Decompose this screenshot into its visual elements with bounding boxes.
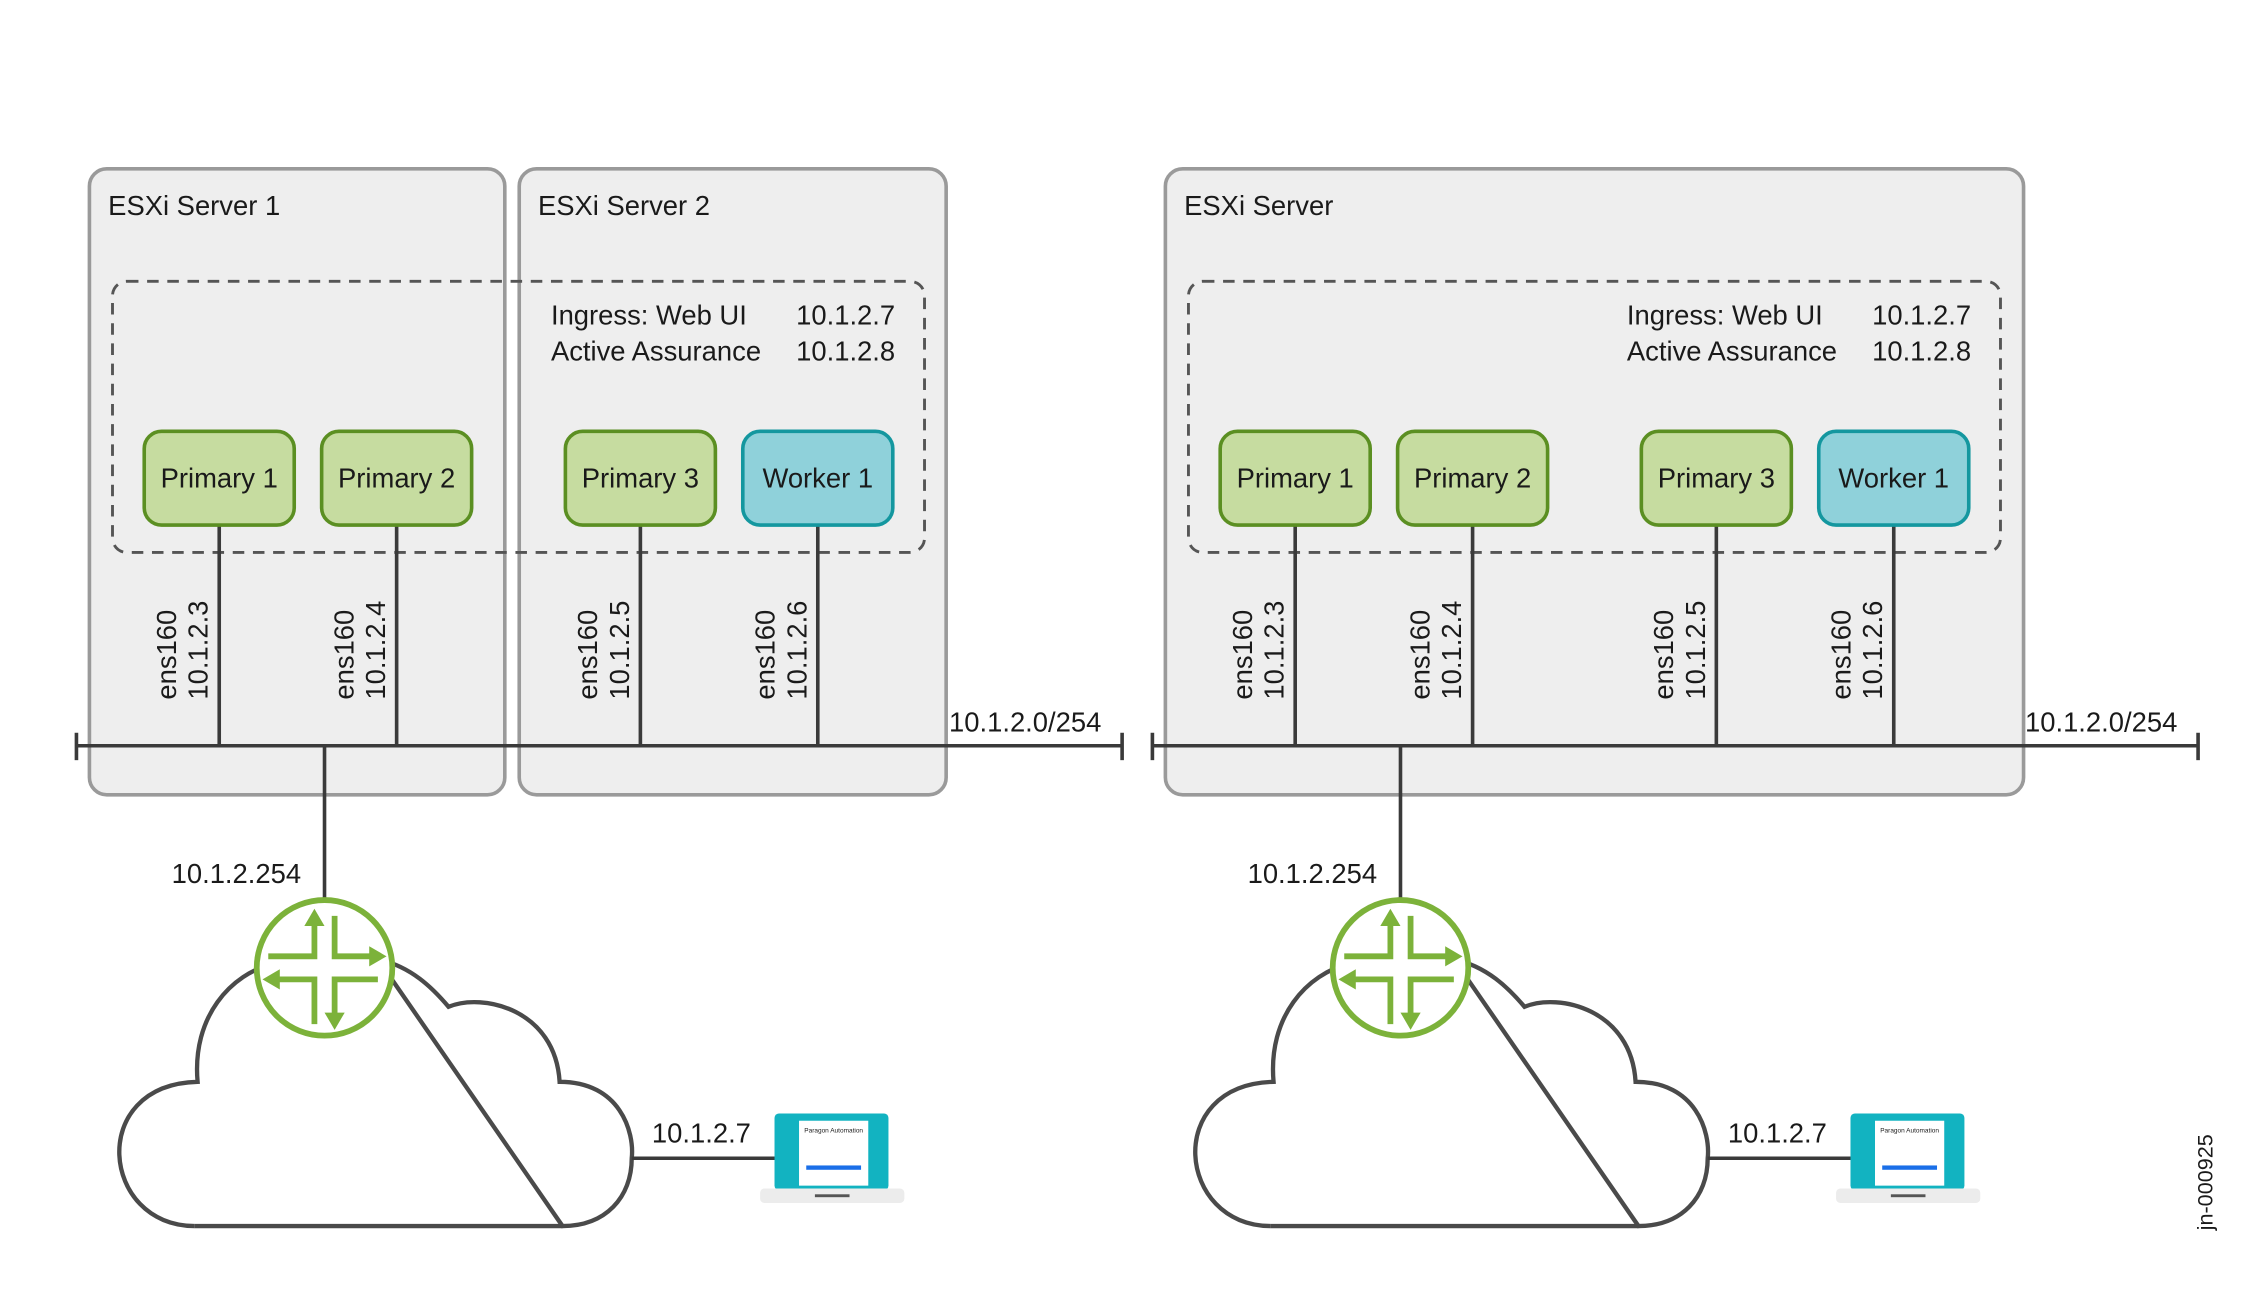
router-icon — [253, 897, 396, 1039]
client-ip: 10.1.2.7 — [652, 1117, 751, 1148]
node-label: Primary 1 — [161, 463, 278, 494]
primary-node — [142, 429, 297, 527]
interface-name: ens160 — [151, 610, 182, 700]
laptop-screen-title: Paragon Automation — [1880, 1127, 1939, 1134]
interface-ip: 10.1.2.4 — [1436, 601, 1467, 700]
interface-name: ens160 — [1227, 610, 1258, 700]
router-icon — [1329, 897, 1472, 1039]
primary-node — [319, 429, 474, 527]
interface-name: ens160 — [572, 610, 603, 700]
node-label: Primary 3 — [582, 463, 699, 494]
client-ip: 10.1.2.7 — [1728, 1117, 1827, 1148]
gateway-ip: 10.1.2.254 — [1248, 858, 1377, 889]
interface-name: ens160 — [1404, 610, 1435, 700]
server-label: ESXi Server 2 — [538, 190, 710, 221]
interface-ip: 10.1.2.5 — [1680, 601, 1711, 700]
interface-name: ens160 — [1825, 610, 1856, 700]
ingress-label: Ingress: Web UI — [551, 300, 747, 331]
node-label: Primary 3 — [1658, 463, 1775, 494]
node-label: Primary 2 — [338, 463, 455, 494]
server-label: ESXi Server — [1184, 190, 1333, 221]
laptop-screen-title: Paragon Automation — [804, 1127, 863, 1134]
interface-ip: 10.1.2.3 — [183, 601, 214, 700]
node-label: Worker 1 — [762, 463, 873, 494]
node-label: Primary 1 — [1237, 463, 1354, 494]
primary-node — [563, 429, 718, 527]
interface-ip: 10.1.2.6 — [1857, 601, 1888, 700]
diagram-1: ESXi Server 1 ESXi Server 2 Ingress: Web U… — [74, 167, 1124, 1229]
worker-node — [1816, 429, 1971, 527]
ingress-ip: 10.1.2.7 — [1872, 300, 1971, 331]
interface-ip: 10.1.2.5 — [604, 601, 635, 700]
interface-ip: 10.1.2.4 — [360, 601, 391, 700]
primary-node — [1395, 429, 1550, 527]
laptop-icon: Paragon Automation — [1836, 1113, 1981, 1203]
cloud-icon — [117, 955, 635, 1229]
subnet-label: 10.1.2.0/254 — [2025, 706, 2177, 737]
worker-node — [740, 429, 895, 527]
ingress-ip: 10.1.2.7 — [796, 300, 895, 331]
active-assurance-label: Active Assurance — [1627, 336, 1837, 367]
esxi-server-box — [517, 167, 948, 797]
laptop-icon: Paragon Automation — [760, 1113, 905, 1203]
ingress-label: Ingress: Web UI — [1627, 300, 1823, 331]
interface-name: ens160 — [1648, 610, 1679, 700]
cluster-boundary — [111, 279, 926, 554]
interface-ip: 10.1.2.3 — [1259, 601, 1290, 700]
primary-node — [1218, 429, 1372, 527]
node-label: Worker 1 — [1838, 463, 1949, 494]
figure-id: jn-000925 — [2193, 1134, 2218, 1231]
subnet-label: 10.1.2.0/254 — [949, 706, 1101, 737]
active-assurance-label: Active Assurance — [551, 336, 761, 367]
interface-name: ens160 — [750, 610, 781, 700]
node-label: Primary 2 — [1414, 463, 1531, 494]
interface-ip: 10.1.2.6 — [781, 601, 812, 700]
esxi-server-box — [1163, 167, 2026, 797]
active-assurance-ip: 10.1.2.8 — [796, 336, 895, 367]
active-assurance-ip: 10.1.2.8 — [1872, 336, 1971, 367]
interface-name: ens160 — [328, 610, 359, 700]
primary-node — [1639, 429, 1794, 527]
server-label: ESXi Server 1 — [108, 190, 280, 221]
esxi-server-box — [87, 167, 507, 797]
cluster-boundary — [1187, 279, 2002, 554]
cloud-icon — [1193, 955, 1711, 1229]
gateway-ip: 10.1.2.254 — [172, 858, 301, 889]
